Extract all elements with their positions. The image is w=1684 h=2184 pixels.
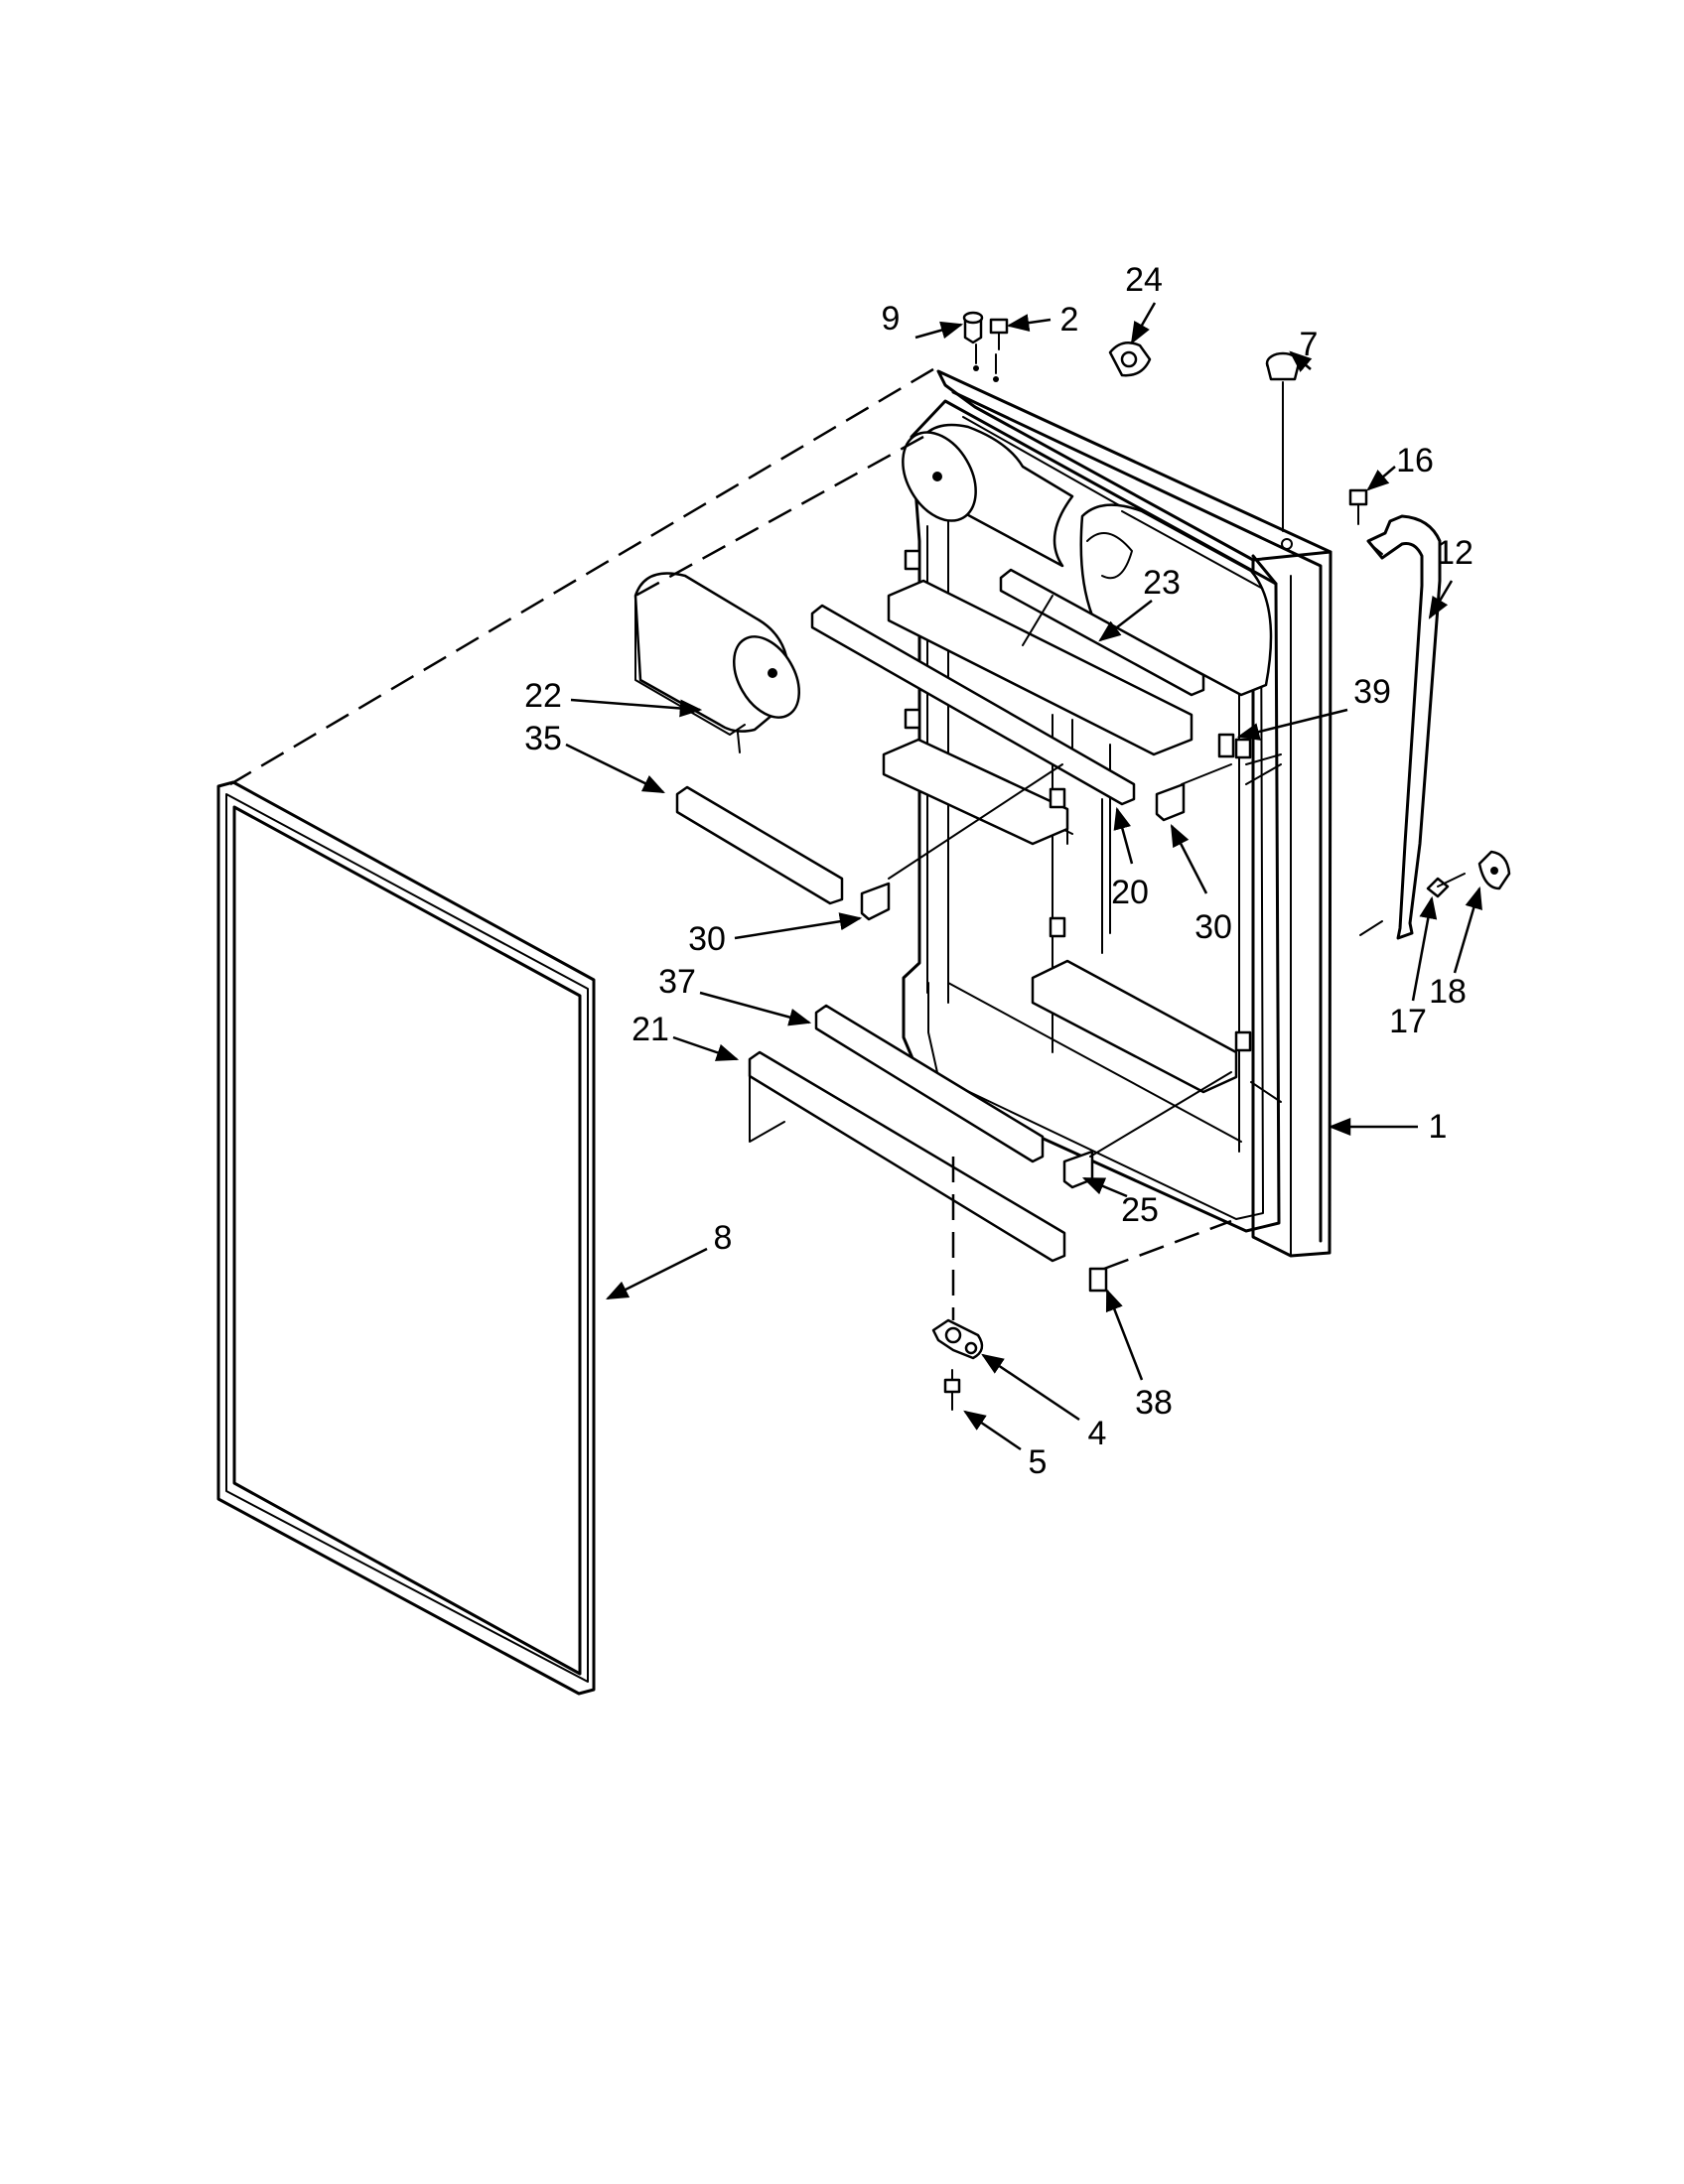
callout-35: 35	[524, 720, 562, 757]
callout-4: 4	[1088, 1415, 1107, 1452]
callout-21: 21	[632, 1011, 669, 1048]
callout-8: 8	[714, 1219, 733, 1257]
callout-16: 16	[1396, 442, 1434, 479]
callout-38: 38	[1135, 1384, 1173, 1422]
door-outer-shell	[936, 369, 1333, 1258]
shelf-bar-35	[675, 785, 844, 905]
callout-24: 24	[1125, 261, 1163, 299]
door-gasket-8	[216, 780, 596, 1696]
callout-1: 1	[1429, 1108, 1448, 1146]
upper-dairy-domes	[902, 423, 1273, 697]
assembly-lines	[229, 367, 1232, 1320]
callout-2: 2	[1060, 301, 1079, 339]
shelf-bar-20	[810, 604, 1136, 806]
callout-39: 39	[1353, 673, 1391, 711]
callout-18: 18	[1429, 973, 1467, 1011]
callout-23: 23	[1143, 564, 1181, 602]
hardware-parts	[860, 311, 1511, 1411]
callout-30-left: 30	[688, 920, 726, 958]
callout-9: 9	[882, 300, 901, 338]
callout-leaders	[565, 302, 1482, 1451]
dairy-door-22	[633, 572, 800, 753]
callout-17: 17	[1389, 1003, 1427, 1040]
callout-37: 37	[658, 963, 696, 1001]
callout-7: 7	[1300, 326, 1319, 363]
callout-30-right: 30	[1194, 908, 1232, 946]
callout-20: 20	[1111, 874, 1149, 911]
callout-labels: 24 2 9 7 16 12 23 39 22 35 20 30 30 17 1…	[524, 261, 1474, 1481]
door-shelves	[882, 549, 1252, 1094]
shelf-bar-37	[814, 1004, 1045, 1163]
callout-25: 25	[1121, 1191, 1159, 1229]
callout-12: 12	[1436, 534, 1474, 572]
callout-22: 22	[524, 677, 562, 715]
door-handle-12	[1366, 514, 1442, 940]
callout-5: 5	[1029, 1443, 1048, 1481]
